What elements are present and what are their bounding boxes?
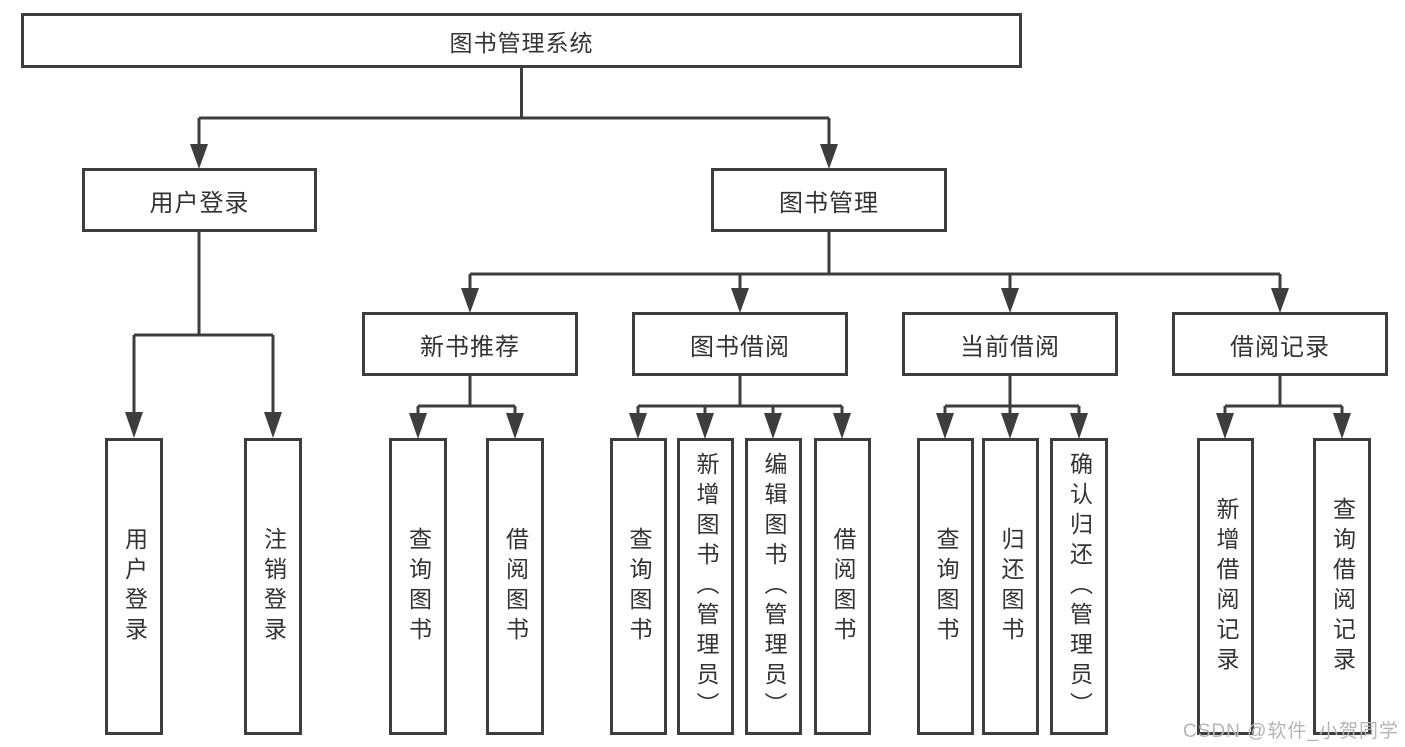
leaf-logout: 注销登录	[244, 438, 302, 735]
leaf-query-books-borrow: 查询图书	[610, 438, 667, 735]
node-label: 新增图书（管理员）	[693, 451, 719, 722]
leaf-add-book-admin: 新增图书（管理员）	[677, 438, 734, 735]
node-label: 借阅图书	[830, 526, 856, 647]
leaf-confirm-return-admin: 确认归还（管理员）	[1050, 438, 1108, 735]
node-label: 新增借阅记录	[1213, 496, 1239, 677]
node-current-borrow: 当前借阅	[902, 312, 1118, 376]
node-label: 查询图书	[626, 526, 652, 647]
csdn-watermark: CSDN @软件_小贺同学	[1183, 721, 1399, 742]
leaf-return-book: 归还图书	[982, 438, 1039, 735]
leaf-query-books-recommend: 查询图书	[389, 438, 447, 735]
node-label: 查询图书	[933, 526, 959, 647]
node-label: 查询借阅记录	[1329, 496, 1356, 677]
node-label: 借阅图书	[502, 526, 529, 647]
leaf-borrow-books-recommend: 借阅图书	[486, 438, 544, 735]
node-label: 编辑图书（管理员）	[761, 451, 787, 722]
node-user-login: 用户登录	[82, 168, 317, 232]
node-book-borrow: 图书借阅	[632, 312, 848, 376]
node-root: 图书管理系统	[21, 13, 1022, 68]
node-label: 用户登录	[121, 526, 148, 647]
node-label: 注销登录	[260, 526, 287, 647]
node-borrow-records: 借阅记录	[1172, 312, 1388, 376]
leaf-add-borrow-record: 新增借阅记录	[1197, 438, 1254, 735]
node-new-book-recommend: 新书推荐	[362, 312, 578, 376]
node-label: 归还图书	[998, 526, 1024, 647]
leaf-query-books-current: 查询图书	[917, 438, 974, 735]
leaf-user-login: 用户登录	[105, 438, 163, 735]
leaf-query-borrow-record: 查询借阅记录	[1313, 438, 1371, 735]
node-label: 查询图书	[405, 526, 432, 647]
leaf-edit-book-admin: 编辑图书（管理员）	[745, 438, 802, 735]
node-book-management: 图书管理	[711, 168, 947, 232]
leaf-borrow-books: 借阅图书	[814, 438, 871, 735]
node-label: 确认归还（管理员）	[1066, 451, 1093, 722]
